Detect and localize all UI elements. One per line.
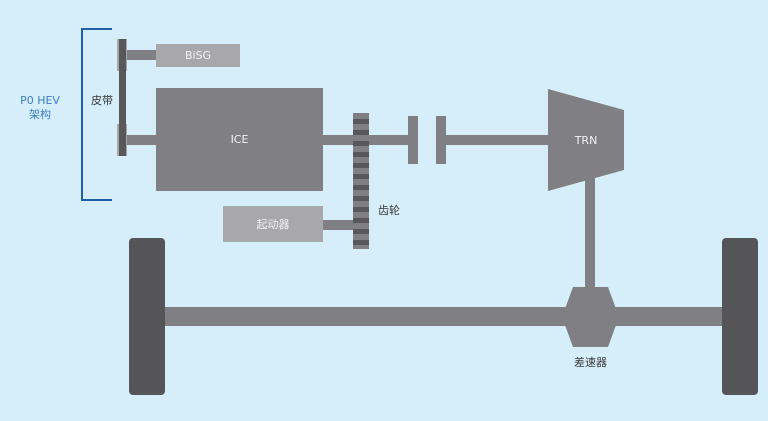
bisg-label: BiSG (184, 49, 212, 62)
gear-tooth (353, 174, 369, 179)
starter-label: 起动器 (256, 218, 290, 231)
left-wheel (129, 238, 165, 395)
transmission (548, 89, 624, 191)
propeller-shaft (585, 170, 595, 292)
belt (119, 39, 126, 156)
differential-label: 差速器 (574, 356, 607, 369)
bisg-shaft (127, 50, 157, 60)
architecture-name: P0 HEV (20, 94, 60, 107)
gear-tooth (353, 130, 369, 135)
gear-tooth (353, 229, 369, 234)
axle (160, 307, 726, 326)
right-wheel (722, 238, 758, 395)
gear-tooth (353, 240, 369, 245)
gear-tooth (353, 152, 369, 157)
gear-tooth (353, 163, 369, 168)
gear-tooth (353, 141, 369, 146)
belt-label: 皮带 (91, 94, 113, 107)
transmission-input-shaft (446, 135, 550, 145)
starter-shaft (323, 220, 355, 230)
gear-tooth (353, 196, 369, 201)
transmission-label: TRN (574, 133, 598, 147)
starter-box (223, 206, 323, 242)
clutch-plate-right (436, 116, 446, 164)
gear-label: 齿轮 (378, 204, 400, 217)
ice-box (156, 88, 323, 191)
architecture-subtitle: 架构 (29, 108, 51, 121)
ice-label: ICE (230, 133, 249, 146)
gear-tooth (353, 207, 369, 212)
gear-tooth (353, 185, 369, 190)
clutch-plate-left (408, 116, 418, 164)
gear-tooth (353, 119, 369, 124)
ice-front-shaft (127, 135, 157, 145)
bisg-box (156, 44, 240, 67)
architecture-bracket (81, 28, 112, 201)
architecture-label: P0 HEV 架构 (14, 94, 66, 122)
gear-tooth (353, 218, 369, 223)
gear (353, 113, 369, 249)
differential (562, 287, 619, 347)
